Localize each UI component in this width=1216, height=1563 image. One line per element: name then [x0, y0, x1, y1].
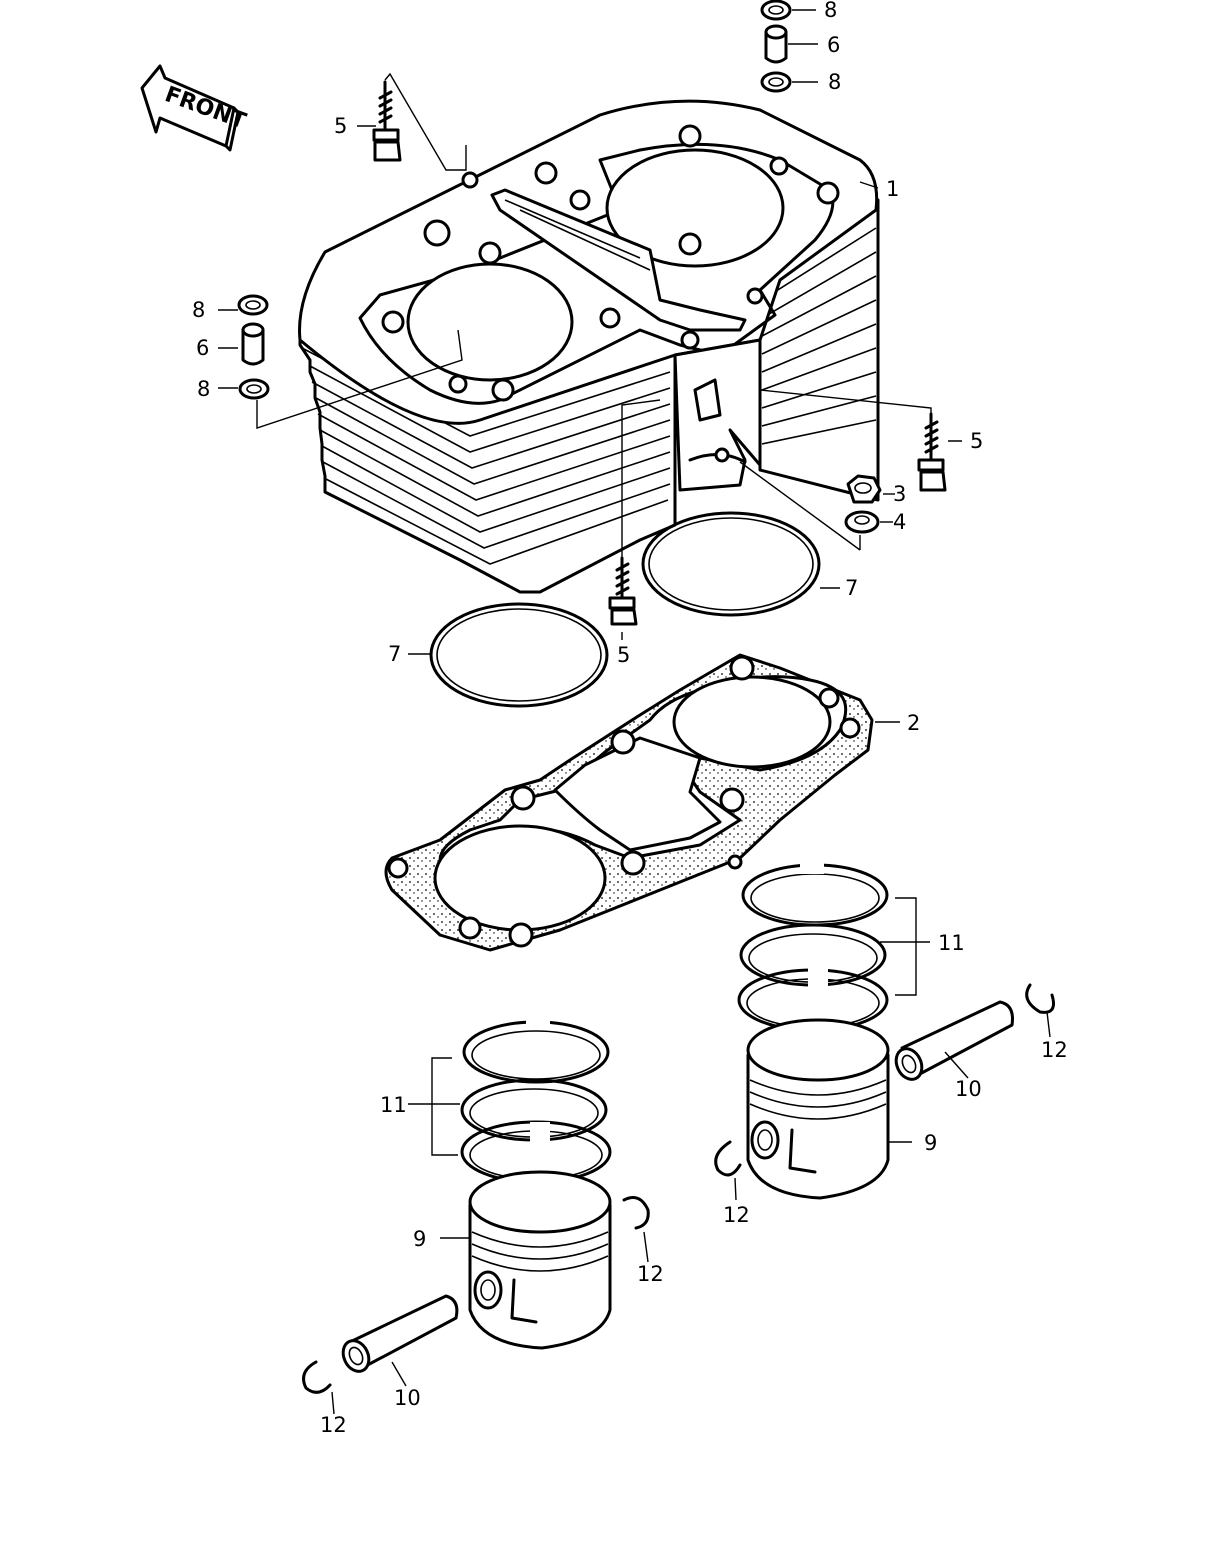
bolt-right [917, 412, 947, 492]
callout-10-left: 10 [394, 1386, 421, 1410]
callout-1: 1 [886, 177, 899, 201]
circlip-right-pin [1025, 983, 1055, 1014]
front-arrow: FRONT [140, 64, 249, 152]
callout-8-top-2: 8 [828, 70, 841, 94]
piston-rings-right [737, 860, 889, 1032]
callout-11-right: 11 [938, 931, 965, 955]
callout-7-right: 7 [845, 576, 858, 600]
callout-8-top-1: 8 [824, 0, 837, 22]
o-ring-left [429, 602, 609, 708]
callout-4: 4 [893, 510, 906, 534]
cylinder-bore-left [406, 262, 574, 382]
cylinder-bore-right [605, 148, 785, 268]
callout-12-left-pin: 12 [320, 1413, 347, 1437]
circlip-left-piston [622, 1196, 650, 1230]
bolt-bottom [608, 556, 638, 626]
piston-pin-left [341, 1294, 459, 1373]
circlip-left-pin [302, 1360, 332, 1394]
callout-3: 3 [893, 482, 906, 506]
callout-5-right: 5 [970, 429, 983, 453]
circlip-right-piston [714, 1140, 742, 1177]
callout-labels: 1 2 3 4 5 5 5 6 6 7 7 8 8 8 8 9 9 10 10 … [192, 0, 1068, 1437]
o-ring-small-top-2 [760, 71, 792, 93]
callout-8-left-1: 8 [192, 298, 205, 322]
o-ring-small-top-1 [760, 0, 792, 21]
piston-right [746, 1018, 890, 1200]
callout-5-top: 5 [334, 114, 347, 138]
leader-lines [218, 9, 1051, 1415]
piston-pin-right [894, 1000, 1014, 1081]
callout-10-right: 10 [955, 1077, 982, 1101]
callout-12-left-piston: 12 [637, 1262, 664, 1286]
callout-12-right-pin: 12 [1041, 1038, 1068, 1062]
o-ring-small-left-1 [237, 294, 269, 316]
piston-rings-left [460, 1016, 612, 1184]
nut [846, 474, 882, 504]
cylinder-block [298, 99, 880, 594]
callout-8-left-2: 8 [197, 377, 210, 401]
callout-9-left: 9 [413, 1227, 426, 1251]
callout-6-left: 6 [196, 336, 209, 360]
callout-2: 2 [907, 711, 920, 735]
callout-11-left: 11 [380, 1093, 407, 1117]
dowel-pin-top [764, 24, 788, 64]
dowel-pin-left [241, 322, 265, 366]
bolt-top [372, 80, 402, 162]
callout-12-right-piston: 12 [723, 1203, 750, 1227]
callout-5-bottom: 5 [617, 643, 630, 667]
o-ring-right [641, 511, 821, 617]
piston-left [468, 1170, 612, 1350]
callout-7-left: 7 [388, 642, 401, 666]
callout-9-right: 9 [924, 1131, 937, 1155]
callout-6-top: 6 [827, 33, 840, 57]
base-gasket [384, 653, 874, 952]
o-ring-small-left-2 [238, 378, 270, 400]
washer [844, 510, 880, 534]
